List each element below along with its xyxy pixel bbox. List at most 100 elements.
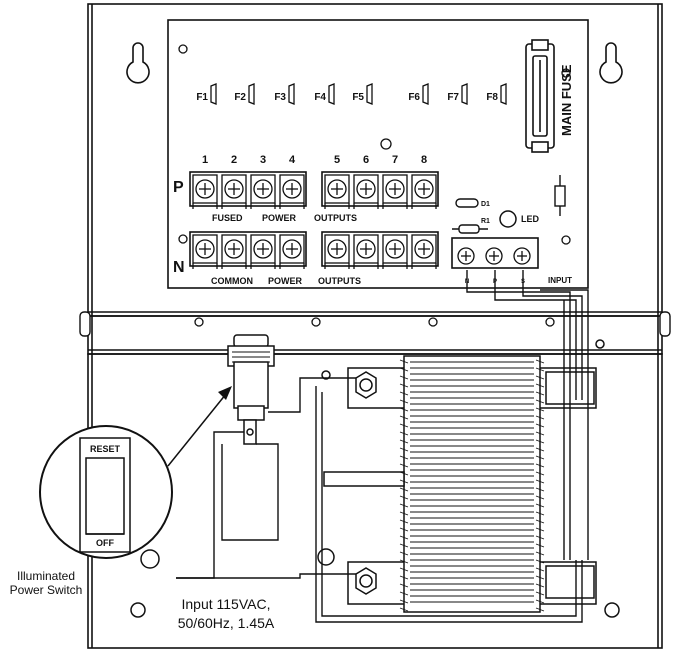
core-edge-tick (399, 591, 409, 596)
n-terminal-screw-1[interactable] (192, 234, 218, 269)
resistor-r1 (452, 224, 488, 234)
core-edge-tick (535, 543, 545, 548)
core-edge-tick (399, 423, 409, 428)
core-edge-tick (535, 391, 545, 396)
common-power-label: POWER (268, 276, 303, 286)
r1-label: R1 (481, 218, 490, 225)
core-edge-tick (535, 479, 545, 484)
core-edge-tick (399, 391, 409, 396)
main-fuse-cap-top (531, 39, 549, 51)
board-mount-holes (178, 44, 571, 245)
led-label: LED (521, 214, 540, 224)
fuse-holder-f6 (422, 83, 429, 105)
core-edge-tick (399, 479, 409, 484)
fuse-label-f7: F7 (447, 92, 459, 103)
switch-off-label: OFF (96, 538, 114, 548)
core-edge-tick (535, 583, 545, 588)
core-edge-tick (399, 415, 409, 420)
transformer-bolt-bottom (355, 567, 377, 595)
p-terminal-screw-7[interactable] (382, 174, 408, 209)
p-terminal-screw-1[interactable] (192, 174, 218, 209)
core-edge-tick (535, 359, 545, 364)
wire-terminal-n (466, 270, 571, 560)
input-terminal-screw-n[interactable] (457, 247, 475, 265)
terminal-number-6: 6 (363, 154, 369, 166)
core-edge-tick (535, 607, 545, 612)
fuse-holder-f3 (288, 83, 295, 105)
n-terminal-screw-8[interactable] (411, 234, 437, 269)
n-terminal-screw-6[interactable] (353, 234, 379, 269)
n-terminal-screw-5[interactable] (324, 234, 350, 269)
core-edge-tick (399, 407, 409, 412)
terminal-number-3: 3 (260, 154, 266, 166)
p-terminal-screw-5[interactable] (324, 174, 350, 209)
rocker-switch-paddle[interactable] (85, 457, 125, 535)
core-edge-tick (399, 463, 409, 468)
callout-caption-line2: Power Switch (10, 583, 83, 597)
input-terminal-screw-s[interactable] (513, 247, 531, 265)
n-terminal-screw-3[interactable] (250, 234, 276, 269)
keyhole-slot-right (599, 42, 623, 84)
diode-d1 (455, 198, 479, 208)
input-spec-line2: 50/60Hz, 1.45A (178, 615, 275, 631)
rocker-switch[interactable] (79, 437, 131, 553)
n-terminal-screw-2[interactable] (221, 234, 247, 269)
core-edge-tick (535, 527, 545, 532)
core-edge-tick (535, 471, 545, 476)
core-edge-tick (535, 535, 545, 540)
common-label: COMMON (211, 276, 253, 286)
core-edge-tick (535, 487, 545, 492)
terminal-number-4: 4 (289, 154, 296, 166)
wire-switch-loop (221, 443, 279, 541)
p-terminal-screw-3[interactable] (250, 174, 276, 209)
core-edge-tick (535, 495, 545, 500)
p-terminal-screw-6[interactable] (353, 174, 379, 209)
switch-cap (233, 334, 269, 348)
core-edge-tick (535, 559, 545, 564)
core-edge-tick (399, 447, 409, 452)
core-edge-tick (535, 575, 545, 580)
lower-mount-holes (130, 339, 620, 618)
fuse-holder-f8 (500, 83, 507, 105)
n-terminal-screw-7[interactable] (382, 234, 408, 269)
main-fuse-label: MAIN FUSE (559, 64, 574, 136)
switch-terminal-hole (246, 428, 254, 436)
callout-arrowhead (218, 386, 232, 400)
row-p-letter: P (173, 179, 184, 196)
transformer-core (403, 355, 541, 613)
core-edge-tick (399, 551, 409, 556)
switch-base (237, 405, 265, 421)
terminal-number-2: 2 (231, 154, 237, 166)
terminal-number-5: 5 (334, 154, 340, 166)
wire-input-line (176, 431, 244, 579)
power-switch-body (227, 334, 275, 445)
core-edge-tick (399, 599, 409, 604)
d1-label: D1 (481, 201, 490, 208)
input-label: INPUT (548, 276, 572, 285)
p-terminal-screw-2[interactable] (221, 174, 247, 209)
transformer-right-clamp-bottom (545, 565, 595, 599)
core-edge-tick (535, 407, 545, 412)
transformer (323, 355, 597, 613)
core-edge-tick (399, 471, 409, 476)
core-edge-tick (535, 503, 545, 508)
enclosure (87, 3, 663, 649)
input-terminal-screw-p[interactable] (485, 247, 503, 265)
wire-primary-loop (315, 386, 583, 623)
callout-arrow (167, 393, 227, 467)
core-edge-tick (399, 543, 409, 548)
terminal-screws (192, 174, 531, 269)
terminal-number-1: 1 (202, 154, 208, 166)
p-terminal-screw-8[interactable] (411, 174, 437, 209)
core-edge-tick (399, 511, 409, 516)
fuse-label-f1: F1 (196, 92, 208, 103)
n-terminal-screw-4[interactable] (279, 234, 305, 269)
callout-caption-line1: Illuminated (17, 569, 75, 583)
wire-terminal-p (494, 270, 577, 400)
core-edge-tick (399, 431, 409, 436)
p-terminal-screw-4[interactable] (279, 174, 305, 209)
fuse-label-f3: F3 (274, 92, 286, 103)
